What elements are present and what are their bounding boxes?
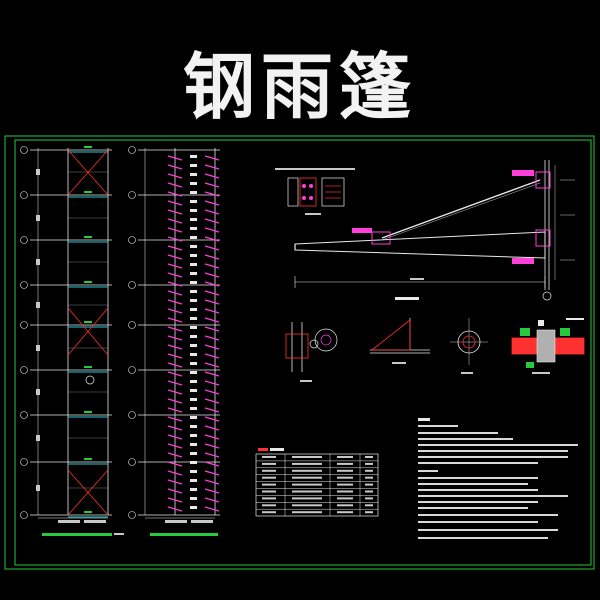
cross-brace-icon [67, 149, 109, 516]
bolt-plate-detail [275, 168, 355, 215]
material-schedule-table [255, 448, 379, 517]
axis-bubble-icon [85, 375, 95, 385]
canopy-beam-layout-right [128, 146, 220, 536]
beam-splice-detail [511, 318, 585, 374]
column-connection-detail [285, 322, 338, 382]
axis-bubble-icon [542, 291, 552, 301]
section-caption [395, 297, 419, 300]
drawing-title: 钢雨篷 [182, 45, 417, 129]
canopy-section-elevation [294, 160, 575, 301]
outer-border-frame [4, 135, 595, 570]
inner-border-frame [14, 139, 592, 566]
design-notes-block [418, 418, 578, 539]
canopy-plan-layout-left [20, 146, 124, 536]
plan-caption-right [150, 533, 218, 536]
pipe-section-detail [450, 318, 488, 374]
gusset-plate-detail [370, 318, 430, 364]
plan-caption-left [42, 533, 112, 536]
